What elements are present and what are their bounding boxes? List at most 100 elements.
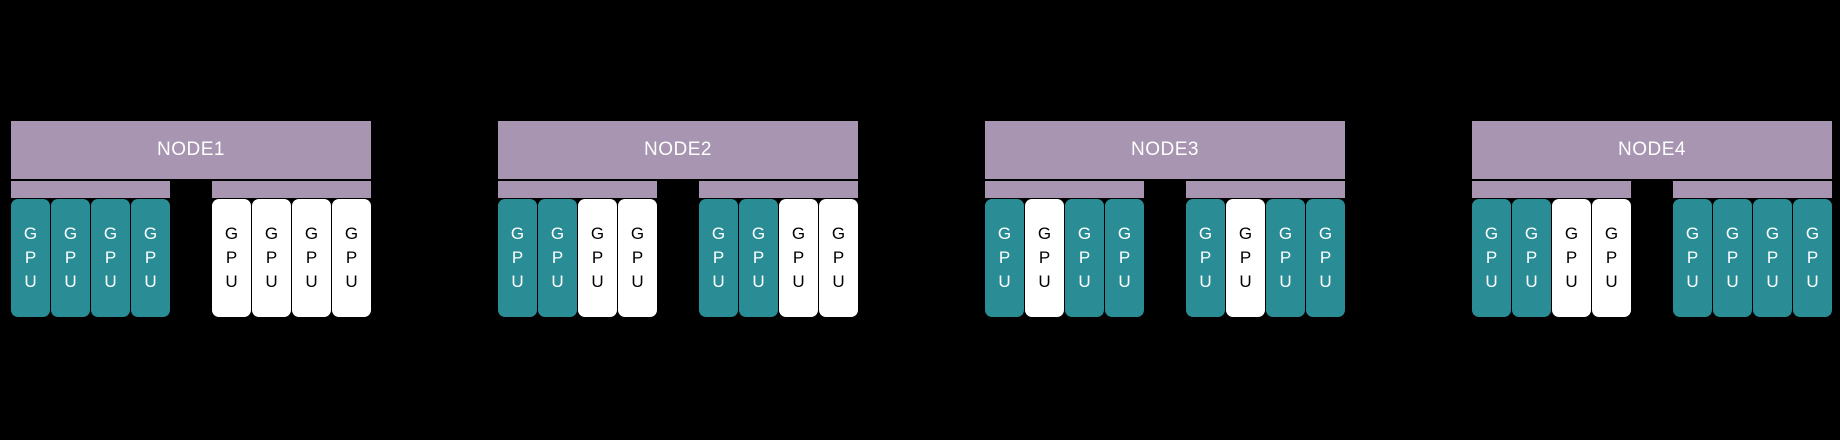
- gpu-label-letter: U: [792, 272, 805, 291]
- gpu-label-letter: P: [752, 248, 765, 267]
- gpu-label-letter: G: [1278, 224, 1293, 243]
- gpu-label-letter: P: [265, 248, 278, 267]
- gpu-label-letter: G: [831, 224, 846, 243]
- node-header: NODE3: [985, 121, 1345, 179]
- node-label: NODE4: [1618, 139, 1686, 160]
- gpu-label-letter: G: [1238, 224, 1253, 243]
- gpu-label-letter: P: [511, 248, 524, 267]
- node-label: NODE2: [644, 139, 712, 160]
- gpu-label-letter: P: [832, 248, 845, 267]
- gpu-label-letter: G: [224, 224, 239, 243]
- gpu-label-letter: P: [998, 248, 1011, 267]
- gpu-label-letter: P: [1279, 248, 1292, 267]
- gpu-label-letter: U: [225, 272, 238, 291]
- gpu-label-letter: G: [791, 224, 806, 243]
- gpu-label-letter: P: [104, 248, 117, 267]
- gpu-label-letter: U: [1319, 272, 1332, 291]
- gpu-label-letter: G: [1725, 224, 1740, 243]
- gpu-label-letter: U: [305, 272, 318, 291]
- node-header: NODE1: [11, 121, 371, 179]
- gpu-label-letter: G: [1604, 224, 1619, 243]
- gpu-label-letter: P: [1525, 248, 1538, 267]
- node-label: NODE1: [157, 139, 225, 160]
- gpu-label-letter: P: [345, 248, 358, 267]
- gpu-label-letter: U: [1806, 272, 1819, 291]
- gpu-label-letter: G: [630, 224, 645, 243]
- gpu-label-letter: P: [1118, 248, 1131, 267]
- node-label: NODE3: [1131, 139, 1199, 160]
- gpu-label-letter: P: [1319, 248, 1332, 267]
- gpu-label-letter: U: [104, 272, 117, 291]
- socket-bar: [1186, 181, 1345, 198]
- gpu-label-letter: U: [511, 272, 524, 291]
- gpu-label-letter: P: [792, 248, 805, 267]
- gpu-label-letter: P: [305, 248, 318, 267]
- gpu-label-letter: U: [591, 272, 604, 291]
- gpu-label-letter: G: [1524, 224, 1539, 243]
- gpu-label-letter: G: [103, 224, 118, 243]
- gpu-label-letter: G: [550, 224, 565, 243]
- gpu-label-letter: G: [1685, 224, 1700, 243]
- gpu-label-letter: P: [144, 248, 157, 267]
- gpu-label-letter: P: [1686, 248, 1699, 267]
- gpu-label-letter: U: [1565, 272, 1578, 291]
- gpu-label-letter: U: [1525, 272, 1538, 291]
- gpu-label-letter: U: [752, 272, 765, 291]
- gpu-label-letter: U: [144, 272, 157, 291]
- gpu-label-letter: G: [1037, 224, 1052, 243]
- gpu-label-letter: P: [225, 248, 238, 267]
- gpu-label-letter: U: [64, 272, 77, 291]
- gpu-label-letter: U: [1038, 272, 1051, 291]
- gpu-label-letter: P: [1239, 248, 1252, 267]
- gpu-label-letter: G: [344, 224, 359, 243]
- gpu-label-letter: P: [1766, 248, 1779, 267]
- socket-bar: [699, 181, 858, 198]
- gpu-label-letter: G: [1765, 224, 1780, 243]
- gpu-label-letter: U: [1766, 272, 1779, 291]
- gpu-label-letter: U: [551, 272, 564, 291]
- socket-bar: [1472, 181, 1631, 198]
- gpu-label-letter: G: [63, 224, 78, 243]
- gpu-label-letter: U: [1078, 272, 1091, 291]
- gpu-label-letter: U: [1199, 272, 1212, 291]
- gpu-label-letter: U: [631, 272, 644, 291]
- gpu-label-letter: U: [1118, 272, 1131, 291]
- gpu-label-letter: G: [751, 224, 766, 243]
- gpu-label-letter: P: [551, 248, 564, 267]
